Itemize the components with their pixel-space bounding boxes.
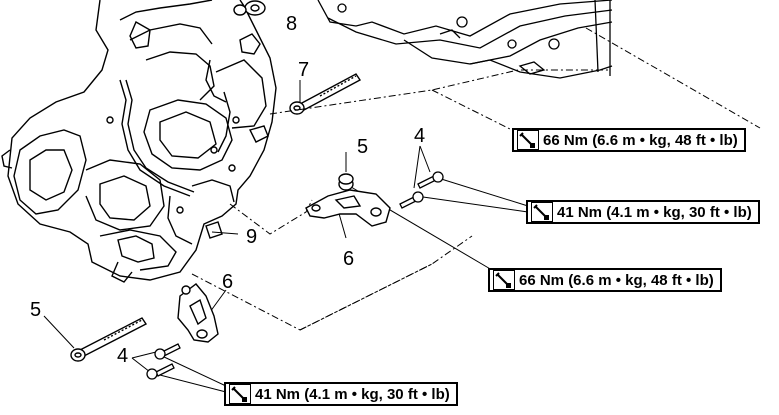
callout-6-middle: 6 — [343, 248, 355, 270]
torque-spec-box: 41 Nm (4.1 m • kg, 30 ft • lb) — [526, 200, 760, 224]
torque-wrench-icon — [229, 384, 251, 404]
callout-5-left: 5 — [30, 299, 42, 321]
bolts-part-4-lower — [146, 343, 181, 380]
frame-drawing — [317, 0, 613, 79]
torque-value: 66 Nm (6.6 m • kg, 48 ft • lb) — [519, 271, 714, 289]
torque-wrench-icon — [493, 270, 515, 290]
callout-4-lower: 4 — [117, 345, 129, 367]
torque-value: 41 Nm (4.1 m • kg, 30 ft • lb) — [557, 203, 752, 221]
torque-spec-box: 41 Nm (4.1 m • kg, 30 ft • lb) — [224, 382, 458, 406]
callout-5-top: 5 — [357, 136, 369, 158]
bracket-part-6-lower — [177, 283, 219, 343]
leader-lines — [191, 27, 761, 331]
torque-spec-box: 66 Nm (6.6 m • kg, 48 ft • lb) — [488, 268, 722, 292]
torque-spec-box: 66 Nm (6.6 m • kg, 48 ft • lb) — [512, 128, 746, 152]
bolt-part-7 — [289, 73, 362, 115]
callout-9: 9 — [246, 226, 258, 248]
callout-7: 7 — [298, 59, 310, 81]
callout-pointers — [43, 80, 431, 373]
nut-part-8 — [233, 0, 266, 16]
callout-8: 8 — [286, 13, 298, 35]
engine-drawing — [1, 0, 277, 283]
callout-4-top: 4 — [414, 125, 426, 147]
torque-value: 66 Nm (6.6 m • kg, 48 ft • lb) — [543, 131, 738, 149]
bracket-part-6-middle — [305, 189, 391, 227]
torque-wrench-icon — [517, 130, 539, 150]
torque-value: 41 Nm (4.1 m • kg, 30 ft • lb) — [255, 385, 450, 403]
torque-wrench-icon — [531, 202, 553, 222]
callout-6-lower: 6 — [222, 271, 234, 293]
bolt-part-5-lower — [70, 317, 148, 362]
bolts-part-4-middle — [399, 171, 444, 209]
collar-part-5-middle — [338, 173, 354, 191]
